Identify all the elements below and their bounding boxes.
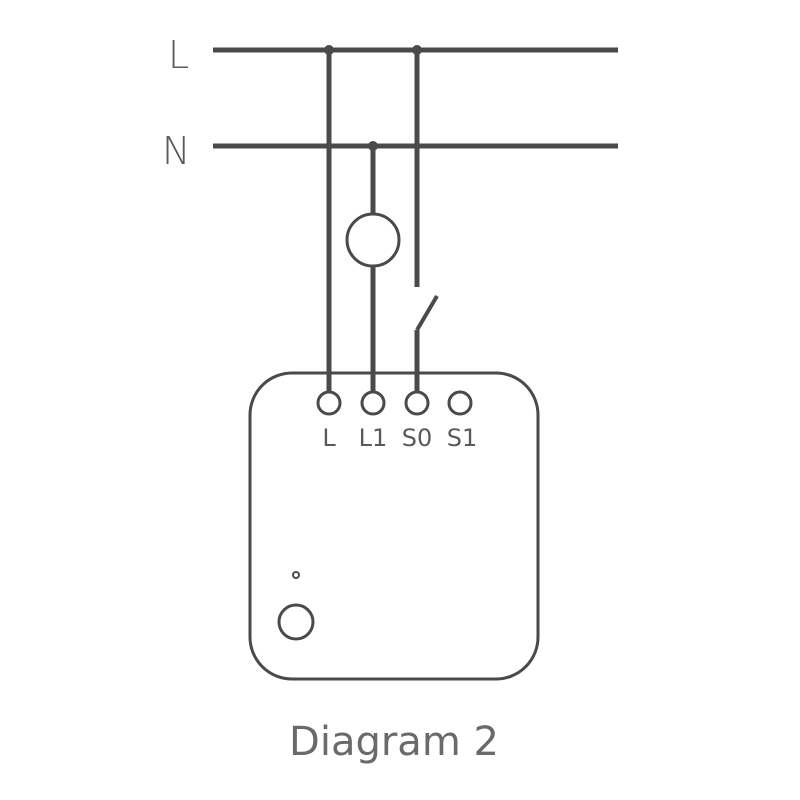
junction-live-l — [324, 45, 334, 55]
terminal-label-s1: S1 — [447, 424, 478, 452]
terminal-label-l1: L1 — [359, 424, 388, 452]
switch-module-body — [248, 371, 540, 681]
terminal-label-s0: S0 — [402, 424, 433, 452]
terminal-s0 — [404, 390, 430, 416]
terminal-s1 — [447, 390, 473, 416]
lamp-load — [345, 212, 401, 268]
terminal-label-l: L — [322, 424, 336, 452]
diagram-caption: Diagram 2 — [289, 719, 499, 765]
external-switch-lever — [415, 294, 439, 332]
status-led-icon — [292, 571, 300, 579]
neutral-rail-label: N — [162, 129, 190, 173]
terminal-l1 — [360, 390, 386, 416]
pairing-button — [277, 603, 315, 641]
junction-live-s0 — [412, 45, 422, 55]
terminal-l — [316, 390, 342, 416]
junction-neutral-lamp — [368, 141, 378, 151]
live-rail-label: L — [168, 33, 189, 77]
